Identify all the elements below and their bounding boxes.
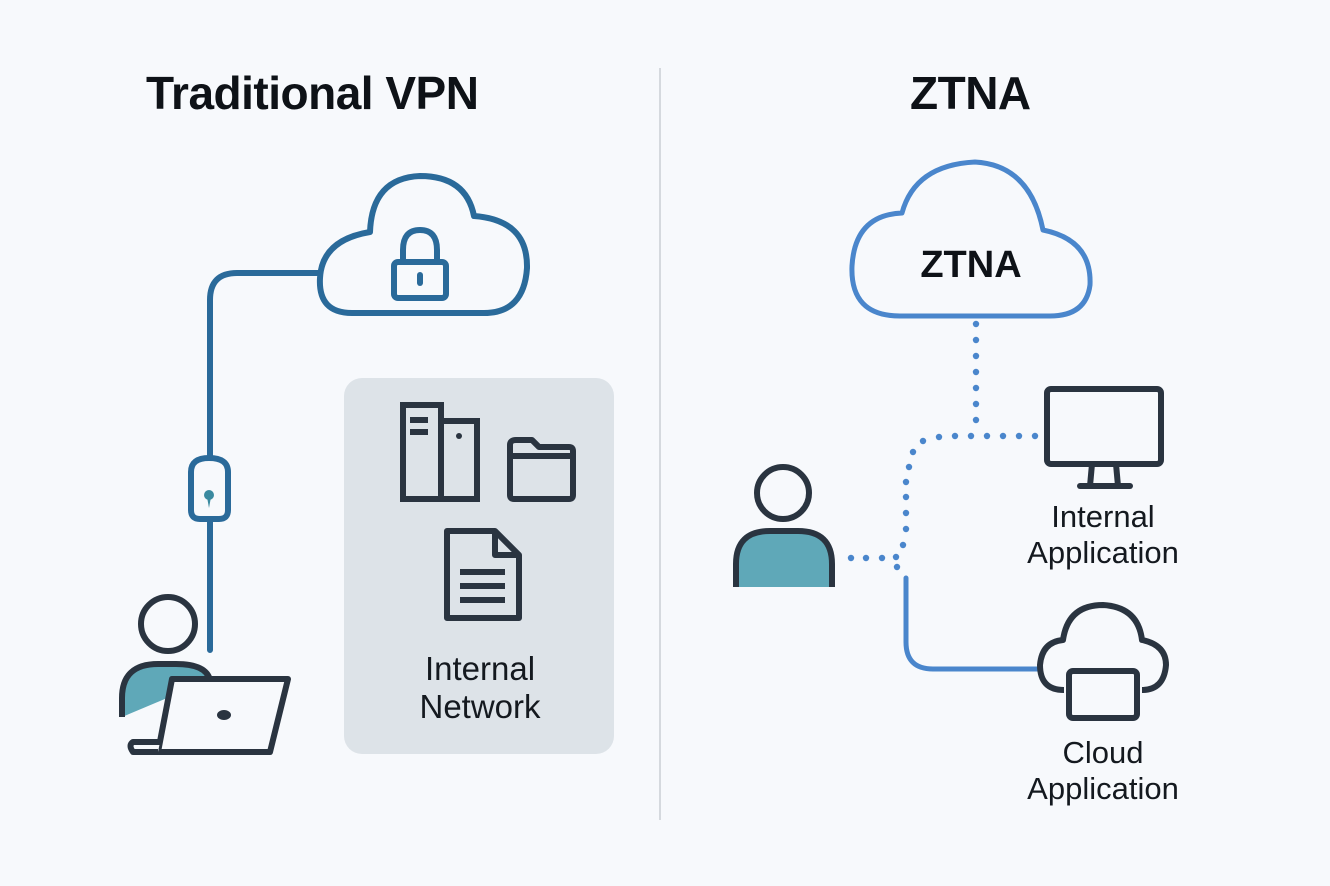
- user-laptop-icon: [119, 594, 291, 755]
- user-icon: [733, 464, 835, 587]
- vpn-tunnel-line: [207, 270, 323, 653]
- cloud-application-label: Cloud Application: [1003, 735, 1203, 807]
- internal-network-label-line1: Internal: [424, 650, 536, 687]
- ztna-title: ZTNA: [910, 67, 1031, 119]
- cloud-application-label-line2: Application: [1027, 771, 1179, 806]
- internal-application-label-line2: Application: [1027, 535, 1179, 570]
- ztna-cloud-label: ZTNA: [920, 244, 1022, 286]
- cloud-application-label-line1: Cloud: [1062, 735, 1144, 770]
- internal-network-label-line2: Network: [419, 688, 541, 725]
- document-icon: [444, 528, 522, 621]
- internal-application-label: Internal Application: [1003, 499, 1203, 571]
- internal-application-label-line1: Internal: [1051, 499, 1155, 534]
- server-icon: [400, 402, 480, 502]
- keyhole-connector-icon: [188, 454, 231, 522]
- cloud-app-icon: [1037, 602, 1169, 721]
- lock-cloud-icon: [316, 173, 531, 316]
- monitor-icon: [1044, 386, 1164, 489]
- ztna-cloud-icon: [849, 159, 1093, 319]
- folder-icon: [507, 437, 576, 502]
- panel-divider: [659, 68, 661, 820]
- ztna-solid-connection: [903, 575, 1043, 672]
- ztna-dotted-connection: [847, 320, 1039, 571]
- internal-network-label: Internal Network: [385, 650, 575, 726]
- traditional-vpn-title: Traditional VPN: [146, 67, 479, 119]
